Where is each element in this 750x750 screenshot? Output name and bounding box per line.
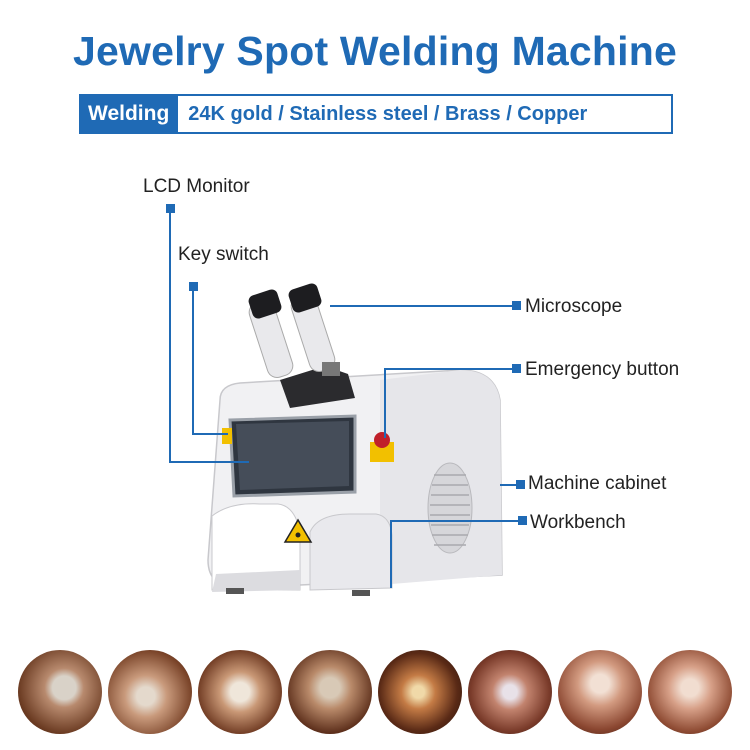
callout-workbench: Workbench xyxy=(530,512,626,533)
materials-badge: Welding 24K gold / Stainless steel / Bra… xyxy=(79,94,673,134)
welding-machine-image xyxy=(207,283,503,596)
callout-machine-cabinet: Machine cabinet xyxy=(528,473,667,494)
callout-lcd-monitor: LCD Monitor xyxy=(143,176,250,197)
sample-photo xyxy=(378,650,462,734)
leader-line xyxy=(192,433,228,435)
sample-photo xyxy=(558,650,642,734)
sample-photo xyxy=(288,650,372,734)
sample-photo xyxy=(18,650,102,734)
leader-line xyxy=(384,368,514,370)
callout-dot xyxy=(518,516,527,525)
callout-key-switch: Key switch xyxy=(178,244,269,265)
leader-line xyxy=(192,286,194,435)
badge-label: Welding xyxy=(81,96,179,132)
leader-line xyxy=(390,520,392,588)
leader-line xyxy=(384,368,386,438)
page-title: Jewelry Spot Welding Machine xyxy=(72,28,678,74)
callout-microscope: Microscope xyxy=(525,296,623,317)
microscope xyxy=(248,283,355,408)
fan-grill xyxy=(427,462,473,554)
leader-line xyxy=(330,305,514,307)
leader-line xyxy=(390,520,518,522)
sample-photo xyxy=(108,650,192,734)
sample-photos xyxy=(18,650,738,742)
sample-photo xyxy=(468,650,552,734)
callout-emergency-button: Emergency button xyxy=(525,359,680,380)
callout-dot xyxy=(516,480,525,489)
leader-line xyxy=(169,208,171,462)
leader-line xyxy=(169,461,249,463)
badge-materials: 24K gold / Stainless steel / Brass / Cop… xyxy=(188,102,588,125)
sample-photo xyxy=(198,650,282,734)
sample-photo xyxy=(648,650,732,734)
callout-dot xyxy=(512,301,521,310)
leader-line xyxy=(500,484,516,486)
callout-dot xyxy=(512,364,521,373)
